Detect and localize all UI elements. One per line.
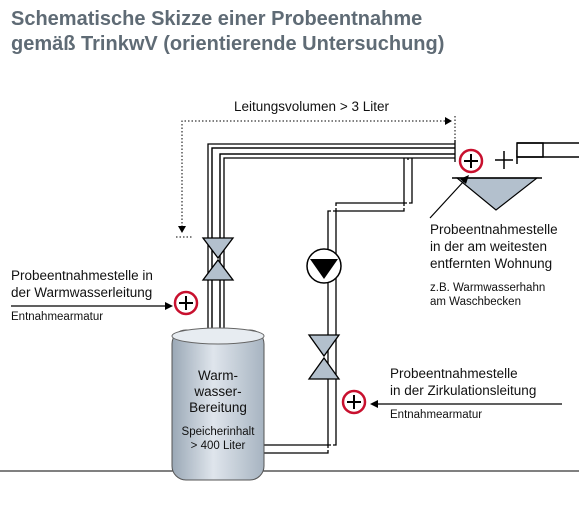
valve-icon — [307, 334, 341, 380]
warm-sample-line: der Warmwasserleitung — [11, 285, 153, 300]
far-sample-sub-line: am Waschbecken — [430, 296, 521, 308]
warm-sample-sub: Entnahmearmatur — [11, 311, 104, 323]
far-sample-line: entfernten Wohnung — [430, 256, 553, 271]
circulation-sample-line: in der Zirkulationsleitung — [390, 383, 537, 398]
dimension-arrow-down — [178, 226, 186, 233]
leader-warm — [11, 302, 173, 310]
far-sample-line: in der am weitesten — [430, 239, 548, 254]
pump-icon — [306, 248, 342, 284]
valve-icon — [201, 237, 235, 281]
sample-point-icon — [173, 290, 199, 316]
tank-capacity-line: Speicherinhalt — [181, 426, 255, 438]
tank-label-line: Warm- — [198, 368, 238, 383]
water-heater-tank — [171, 327, 265, 481]
faucet-icon — [495, 142, 579, 169]
warm-sample-line: Probeentnahmestelle in — [11, 268, 153, 283]
tank-label-line: wasser- — [194, 384, 242, 399]
title-line-1: Schematische Skizze einer Probeentnahme — [11, 8, 423, 30]
far-sample-line: Probeentnahmestelle — [430, 222, 558, 237]
dimension-label: Leitungsvolumen > 3 Liter — [234, 99, 389, 114]
tank-capacity-line: > 400 Liter — [190, 440, 246, 452]
tank-label: Warm- wasser- Bereitung — [172, 368, 264, 416]
tank-label-line: Bereitung — [189, 400, 247, 415]
far-sample-sub: z.B. Warmwasserhahn am Waschbecken — [430, 281, 545, 309]
tank-capacity-label: Speicherinhalt > 400 Liter — [172, 425, 264, 453]
circulation-sample-line: Probeentnahmestelle — [390, 366, 518, 381]
circulation-sample-label: Probeentnahmestelle in der Zirkulationsl… — [390, 365, 536, 399]
sample-point-icon — [458, 148, 484, 174]
dimension-arrow-right — [445, 117, 452, 125]
far-sample-sub-line: z.B. Warmwasserhahn — [430, 282, 546, 294]
leader-far — [429, 175, 469, 219]
leader-circulation — [370, 400, 562, 408]
far-sample-label: Probeentnahmestelle in der am weitesten … — [430, 221, 558, 272]
title-line-2: gemäß TrinkwV (orientierende Untersuchun… — [11, 33, 445, 55]
volume-dimension-line — [181, 120, 447, 227]
warm-sample-label: Probeentnahmestelle in der Warmwasserlei… — [11, 267, 153, 301]
pipe-inner-lines — [211, 147, 455, 333]
circulation-sample-sub: Entnahmearmatur — [390, 409, 483, 421]
sample-point-icon — [341, 389, 367, 415]
